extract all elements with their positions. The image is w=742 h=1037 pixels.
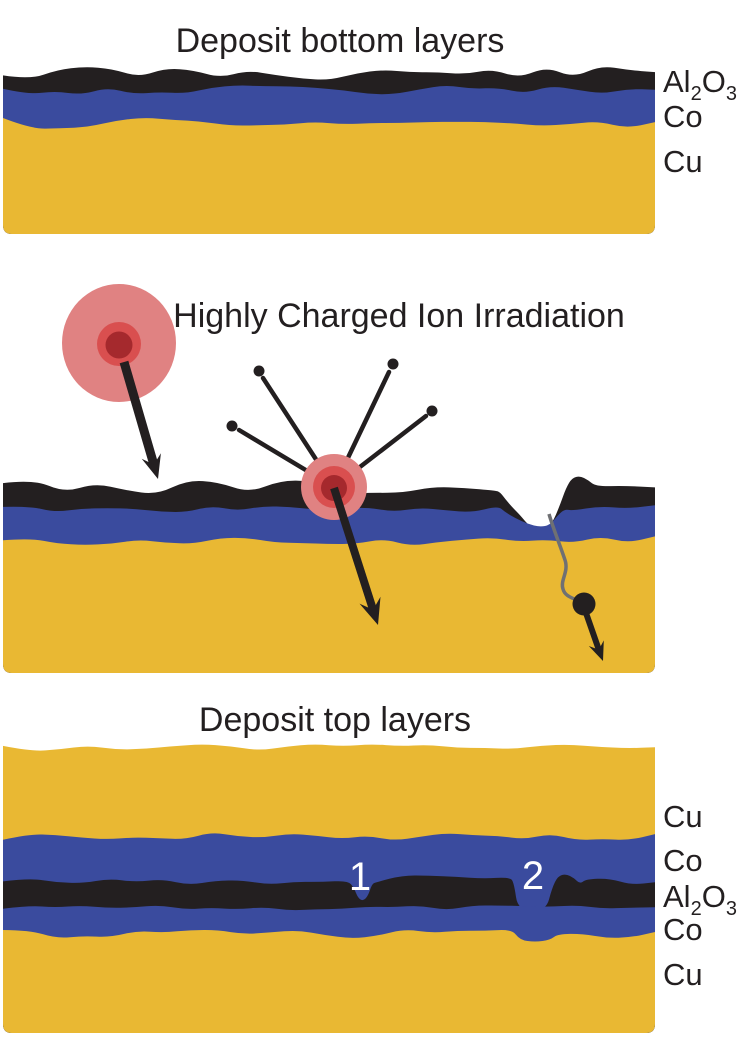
panel1-title: Deposit bottom layers (176, 22, 505, 60)
label-al2o3-panel3: Al2O3 (663, 879, 737, 920)
incoming-ion-arrow-shaft (119, 360, 160, 469)
panel2-title: Highly Charged Ion Irradiation (173, 297, 625, 335)
al2o3-main2: O (702, 879, 726, 914)
al2o3-sub2: 2 (691, 898, 702, 920)
label-co-lower-panel3: Co (663, 912, 703, 947)
label-co-panel1: Co (663, 99, 703, 134)
panel-ion-irradiation: Highly Charged Ion Irradiation (3, 284, 655, 673)
defect-2-label: 2 (522, 854, 544, 898)
sputtered-particle-dot (253, 365, 265, 377)
al2o3-main1: Al (663, 879, 691, 914)
label-al2o3-panel1: Al2O3 (663, 64, 737, 105)
al2o3-sub3: 3 (726, 898, 737, 920)
panel3-title: Deposit top layers (199, 701, 471, 739)
label-cu-panel1: Cu (663, 144, 703, 179)
implanted-ion-arrow-shaft (583, 612, 603, 653)
ion-track-line (547, 513, 581, 604)
implanted-ion-arrowhead-icon (588, 640, 604, 661)
al2o3-sub3: 3 (726, 83, 737, 105)
al2o3-sub2: 2 (691, 83, 702, 105)
panel-deposit-top: Deposit top layers 1 2 Cu Co Al2O3 Co Cu (3, 701, 737, 1033)
impacting-ion-icon (301, 454, 367, 520)
impact-arrowhead-icon (359, 596, 381, 625)
ion-core-icon (105, 331, 133, 359)
implanted-ion-dot (572, 592, 596, 616)
label-cu-top-panel3: Cu (663, 799, 703, 834)
panel-deposit-bottom: Deposit bottom layers Al2O3 Co Cu (3, 22, 737, 235)
incoming-ion-icon (62, 284, 176, 402)
al2o3-main2: O (702, 64, 726, 99)
sputtered-particle-dot (226, 420, 238, 432)
sputtered-particle-dot (426, 405, 438, 417)
sputtered-particle-dot (387, 358, 399, 370)
impact-arrow-shaft (330, 486, 378, 614)
label-cu-bottom-panel3: Cu (663, 957, 703, 992)
layer-cu-panel1 (3, 118, 655, 234)
label-co-upper-panel3: Co (663, 843, 703, 878)
layer-cu-panel2 (3, 536, 655, 673)
layer-cu-bottom-panel3 (3, 929, 655, 1033)
defect-1-label: 1 (349, 855, 371, 899)
al2o3-main1: Al (663, 64, 691, 99)
incoming-ion-arrowhead-icon (141, 453, 161, 479)
